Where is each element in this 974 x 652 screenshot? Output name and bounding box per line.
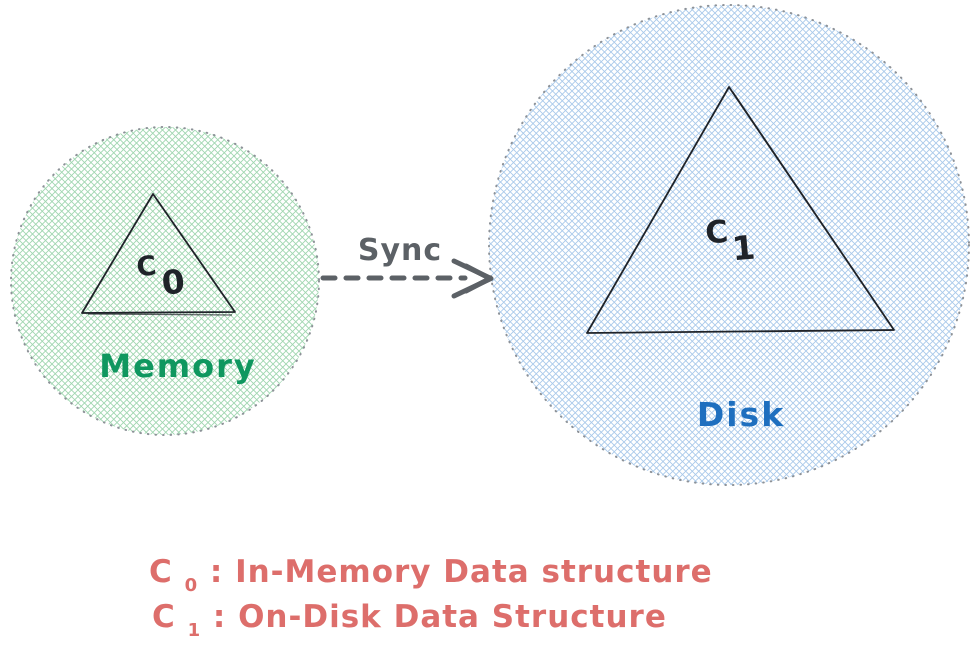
disk-caption: Disk (697, 395, 785, 434)
disk-triangle-sketch-line (732, 91, 891, 325)
sync-label: Sync (358, 233, 442, 268)
disk-triangle-label: C 1 (704, 212, 757, 271)
disk-group: C 1 Disk (488, 4, 970, 486)
memory-caption: Memory (99, 347, 257, 385)
legend-line-1: C 0 : In-Memory Data structure (149, 554, 713, 599)
memory-triangle-label: C 0 (135, 248, 187, 306)
legend-line-2: C 1 : On-Disk Data Structure (152, 599, 667, 644)
disk-circle (488, 4, 970, 486)
sync-arrow-head-inner (463, 263, 493, 294)
memory-circle (10, 126, 320, 436)
memory-group: C 0 Memory (10, 126, 320, 436)
legend: C 0 : In-Memory Data structure C 1 : On-… (149, 554, 713, 644)
memory-triangle (81, 193, 236, 314)
memory-triangle-sketch-line (87, 313, 233, 316)
sync-arrow-group: Sync (320, 233, 494, 299)
